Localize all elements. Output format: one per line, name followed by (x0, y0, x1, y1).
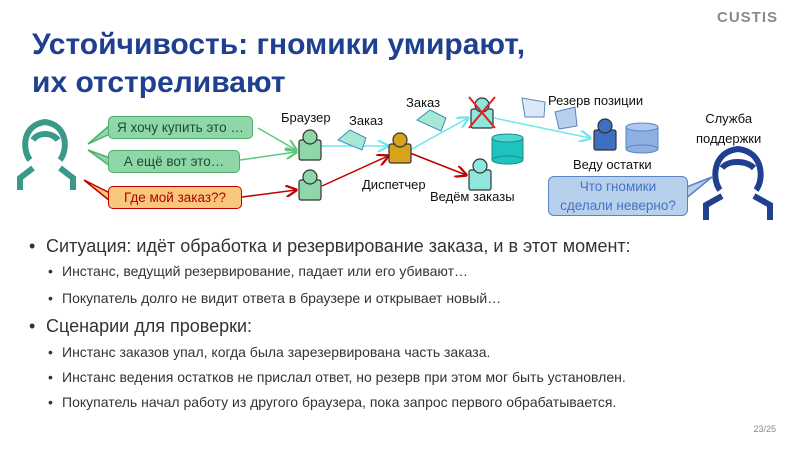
bubble-tail (683, 176, 713, 201)
bullet: Сценарии для проверки: (29, 316, 253, 337)
support-question-line: Что гномики (579, 179, 657, 194)
diagram (17, 96, 773, 220)
sub-bullet: Покупатель долго не видит ответа в брауз… (48, 290, 501, 306)
bullet-text: Ситуация: идёт обработка и резервировани… (46, 236, 631, 256)
order-document-icon (416, 109, 447, 132)
orders-gnome-icon (468, 158, 492, 191)
arrow (241, 190, 296, 198)
custis-logo: CUSTIS (716, 9, 778, 26)
customer-icon (17, 118, 76, 190)
stock-database-icon (625, 122, 659, 154)
arrow (493, 117, 590, 138)
dispatcher-gnome-icon (388, 132, 412, 164)
browser-gnome-icon (298, 169, 322, 201)
orders-database-icon (491, 133, 524, 165)
browser-gnome-icon (298, 129, 322, 161)
support-person-icon (703, 145, 773, 220)
arrow (257, 127, 296, 150)
sub-bullet: Инстанс ведения остатков не прислал отве… (48, 369, 626, 385)
bubble-tail (87, 149, 111, 167)
bullet-text: Инстанс ведения остатков не прислал отве… (62, 369, 626, 385)
dispatcher-label: Диспетчер (362, 177, 426, 192)
bullet-text: Покупатель начал работу из другого брауз… (62, 394, 617, 410)
bullet-text: Инстанс заказов упал, когда была зарезер… (62, 344, 491, 360)
bullet-text: Инстанс, ведущий резервирование, падает … (62, 263, 469, 279)
speech-bubble-where-order: Где мой заказ?? (108, 186, 242, 209)
reserve-label: Резерв позиции (548, 93, 644, 108)
speech-bubble-want-to-buy: Я хочу купить это … (108, 116, 253, 139)
reserve-document-icon (554, 106, 578, 130)
arrow (409, 118, 468, 151)
arrow (409, 152, 466, 175)
arrow (239, 152, 296, 161)
cross-icon (468, 96, 496, 129)
order-document-icon (337, 129, 367, 151)
stock-keeper-label: Веду остатки (573, 157, 652, 172)
speech-bubble-also-this: А ещё вот это… (108, 150, 240, 173)
bubble-tail (83, 179, 111, 202)
browser-label: Браузер (281, 110, 331, 125)
stock-gnome-icon (593, 118, 617, 151)
sub-bullet: Инстанс заказов упал, когда была зарезер… (48, 344, 490, 360)
page-number: 23/25 (753, 424, 776, 434)
title-line-1: Устойчивость: гномики умирают, (32, 28, 526, 61)
order-label: Заказ (406, 95, 441, 110)
support-question-bubble: Что гномики сделали неверно? (548, 176, 688, 216)
arrow (321, 156, 388, 187)
sub-bullet: Покупатель начал работу из другого брауз… (48, 394, 616, 410)
bullet-text: Покупатель долго не видит ответа в брауз… (62, 290, 502, 306)
support-label: Служба поддержки (696, 109, 761, 149)
support-question-line: сделали неверно? (560, 198, 676, 213)
support-label-line: поддержки (696, 131, 762, 146)
title-line-2: их отстреливают (32, 66, 286, 99)
bullet: Ситуация: идёт обработка и резервировани… (29, 236, 631, 257)
order-label: Заказ (349, 113, 384, 128)
support-label-line: Служба (705, 111, 753, 126)
reserve-document-icon (521, 97, 546, 118)
slide-title: Устойчивость: гномики умирают, их отстре… (32, 26, 525, 102)
orders-keeper-label: Ведём заказы (430, 189, 515, 204)
sub-bullet: Инстанс, ведущий резервирование, падает … (48, 263, 468, 279)
bullet-text: Сценарии для проверки: (46, 316, 253, 336)
bubble-tail (87, 124, 111, 145)
